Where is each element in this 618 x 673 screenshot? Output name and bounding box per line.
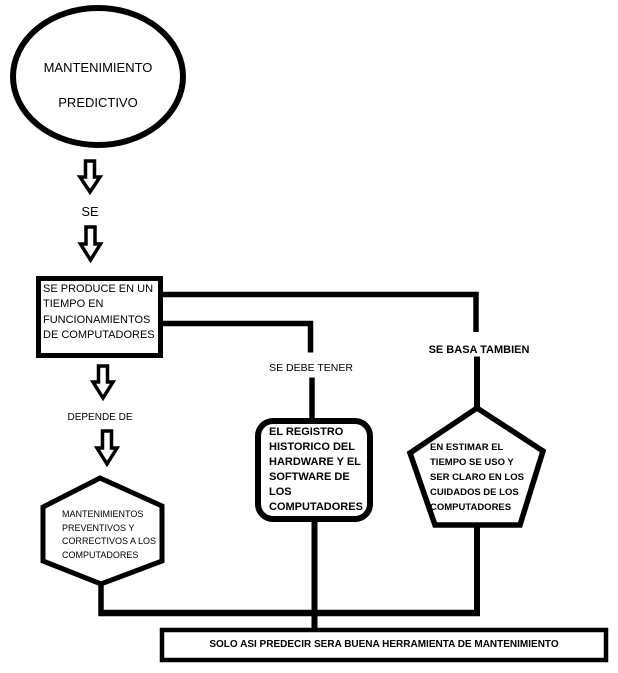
maintenance-hexagon-shape — [40, 475, 165, 587]
edge-label-se: SE — [81, 204, 99, 219]
conclusion-rectangle-shape — [159, 627, 609, 663]
down-block-arrow-3-icon — [89, 364, 117, 402]
conclusion-node-label: SOLO ASI PREDECIR SERA BUENA HERRAMIENTA… — [209, 639, 559, 650]
start-node-label: MANTENIMIENTO PREDICTIVO — [43, 60, 153, 110]
process-node-label: SE PRODUCE EN UN TIEMPO EN FUNCIONAMIENT… — [43, 283, 155, 342]
down-block-arrow-2-icon — [77, 225, 104, 264]
maintenance-hexagon-label: MANTENIMIENTOS PREVENTIVOS Y CORRECTIVOS… — [62, 509, 157, 560]
edge-label-depende-de: DEPENDE DE — [67, 412, 133, 423]
edge-label-se-basa-tambien: SE BASA TAMBIEN — [428, 344, 530, 356]
down-block-arrow-1-icon — [76, 159, 104, 196]
estimate-pentagon-label: EN ESTIMAR EL TIEMPO SE USO Y SER CLARO … — [430, 442, 524, 513]
connector-process-to-pentagon-branch — [161, 291, 479, 332]
process-rectangle-shape — [36, 276, 163, 358]
start-ellipse-shape — [10, 5, 186, 148]
connector-process-to-rounded-branch — [161, 320, 314, 353]
registry-rounded-rectangle-shape — [255, 418, 373, 522]
edge-label-se-debe-tener: SE DEBE TENER — [269, 362, 353, 374]
estimate-pentagon-shape — [406, 404, 547, 528]
registry-rounded-label: EL REGISTRO HISTORICO DEL HARDWARE Y EL … — [269, 426, 363, 513]
down-block-arrow-4-icon — [93, 429, 121, 468]
